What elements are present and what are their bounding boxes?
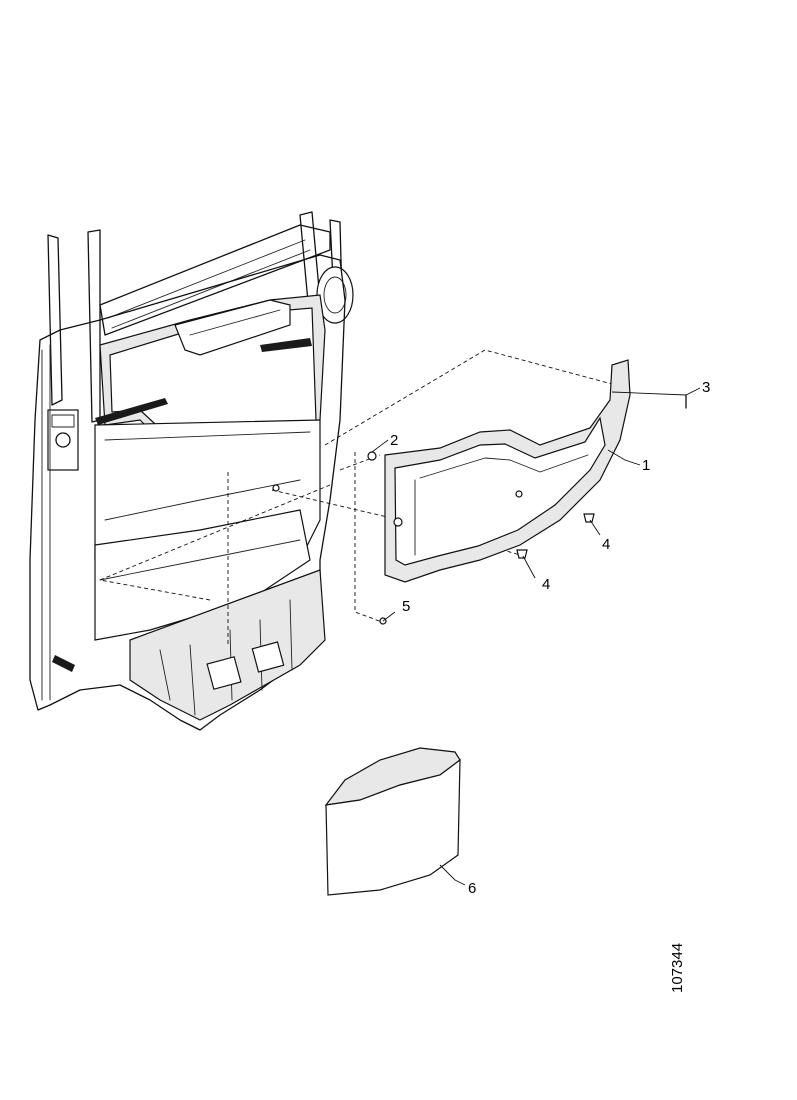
panel-clip — [515, 490, 523, 498]
panel-clip — [393, 517, 403, 527]
trim-panel-part-1 — [384, 359, 631, 583]
callout-6: 6 — [468, 880, 476, 897]
fastener-part-4a — [583, 513, 595, 523]
callout-4-upper: 4 — [602, 536, 610, 553]
callout-1: 1 — [642, 457, 650, 474]
figure-reference-number: 107344 — [669, 943, 686, 993]
fastener-part-4b — [516, 549, 528, 559]
callout-4-lower: 4 — [542, 576, 550, 593]
fastener-part-2 — [367, 451, 377, 461]
door-inner-panel — [29, 211, 354, 731]
cover-part-6 — [324, 747, 461, 896]
callout-3: 3 — [702, 379, 710, 396]
callout-2: 2 — [390, 432, 398, 449]
panel-clip — [272, 484, 280, 492]
callout-5: 5 — [402, 598, 410, 615]
leader-lines — [371, 387, 701, 886]
